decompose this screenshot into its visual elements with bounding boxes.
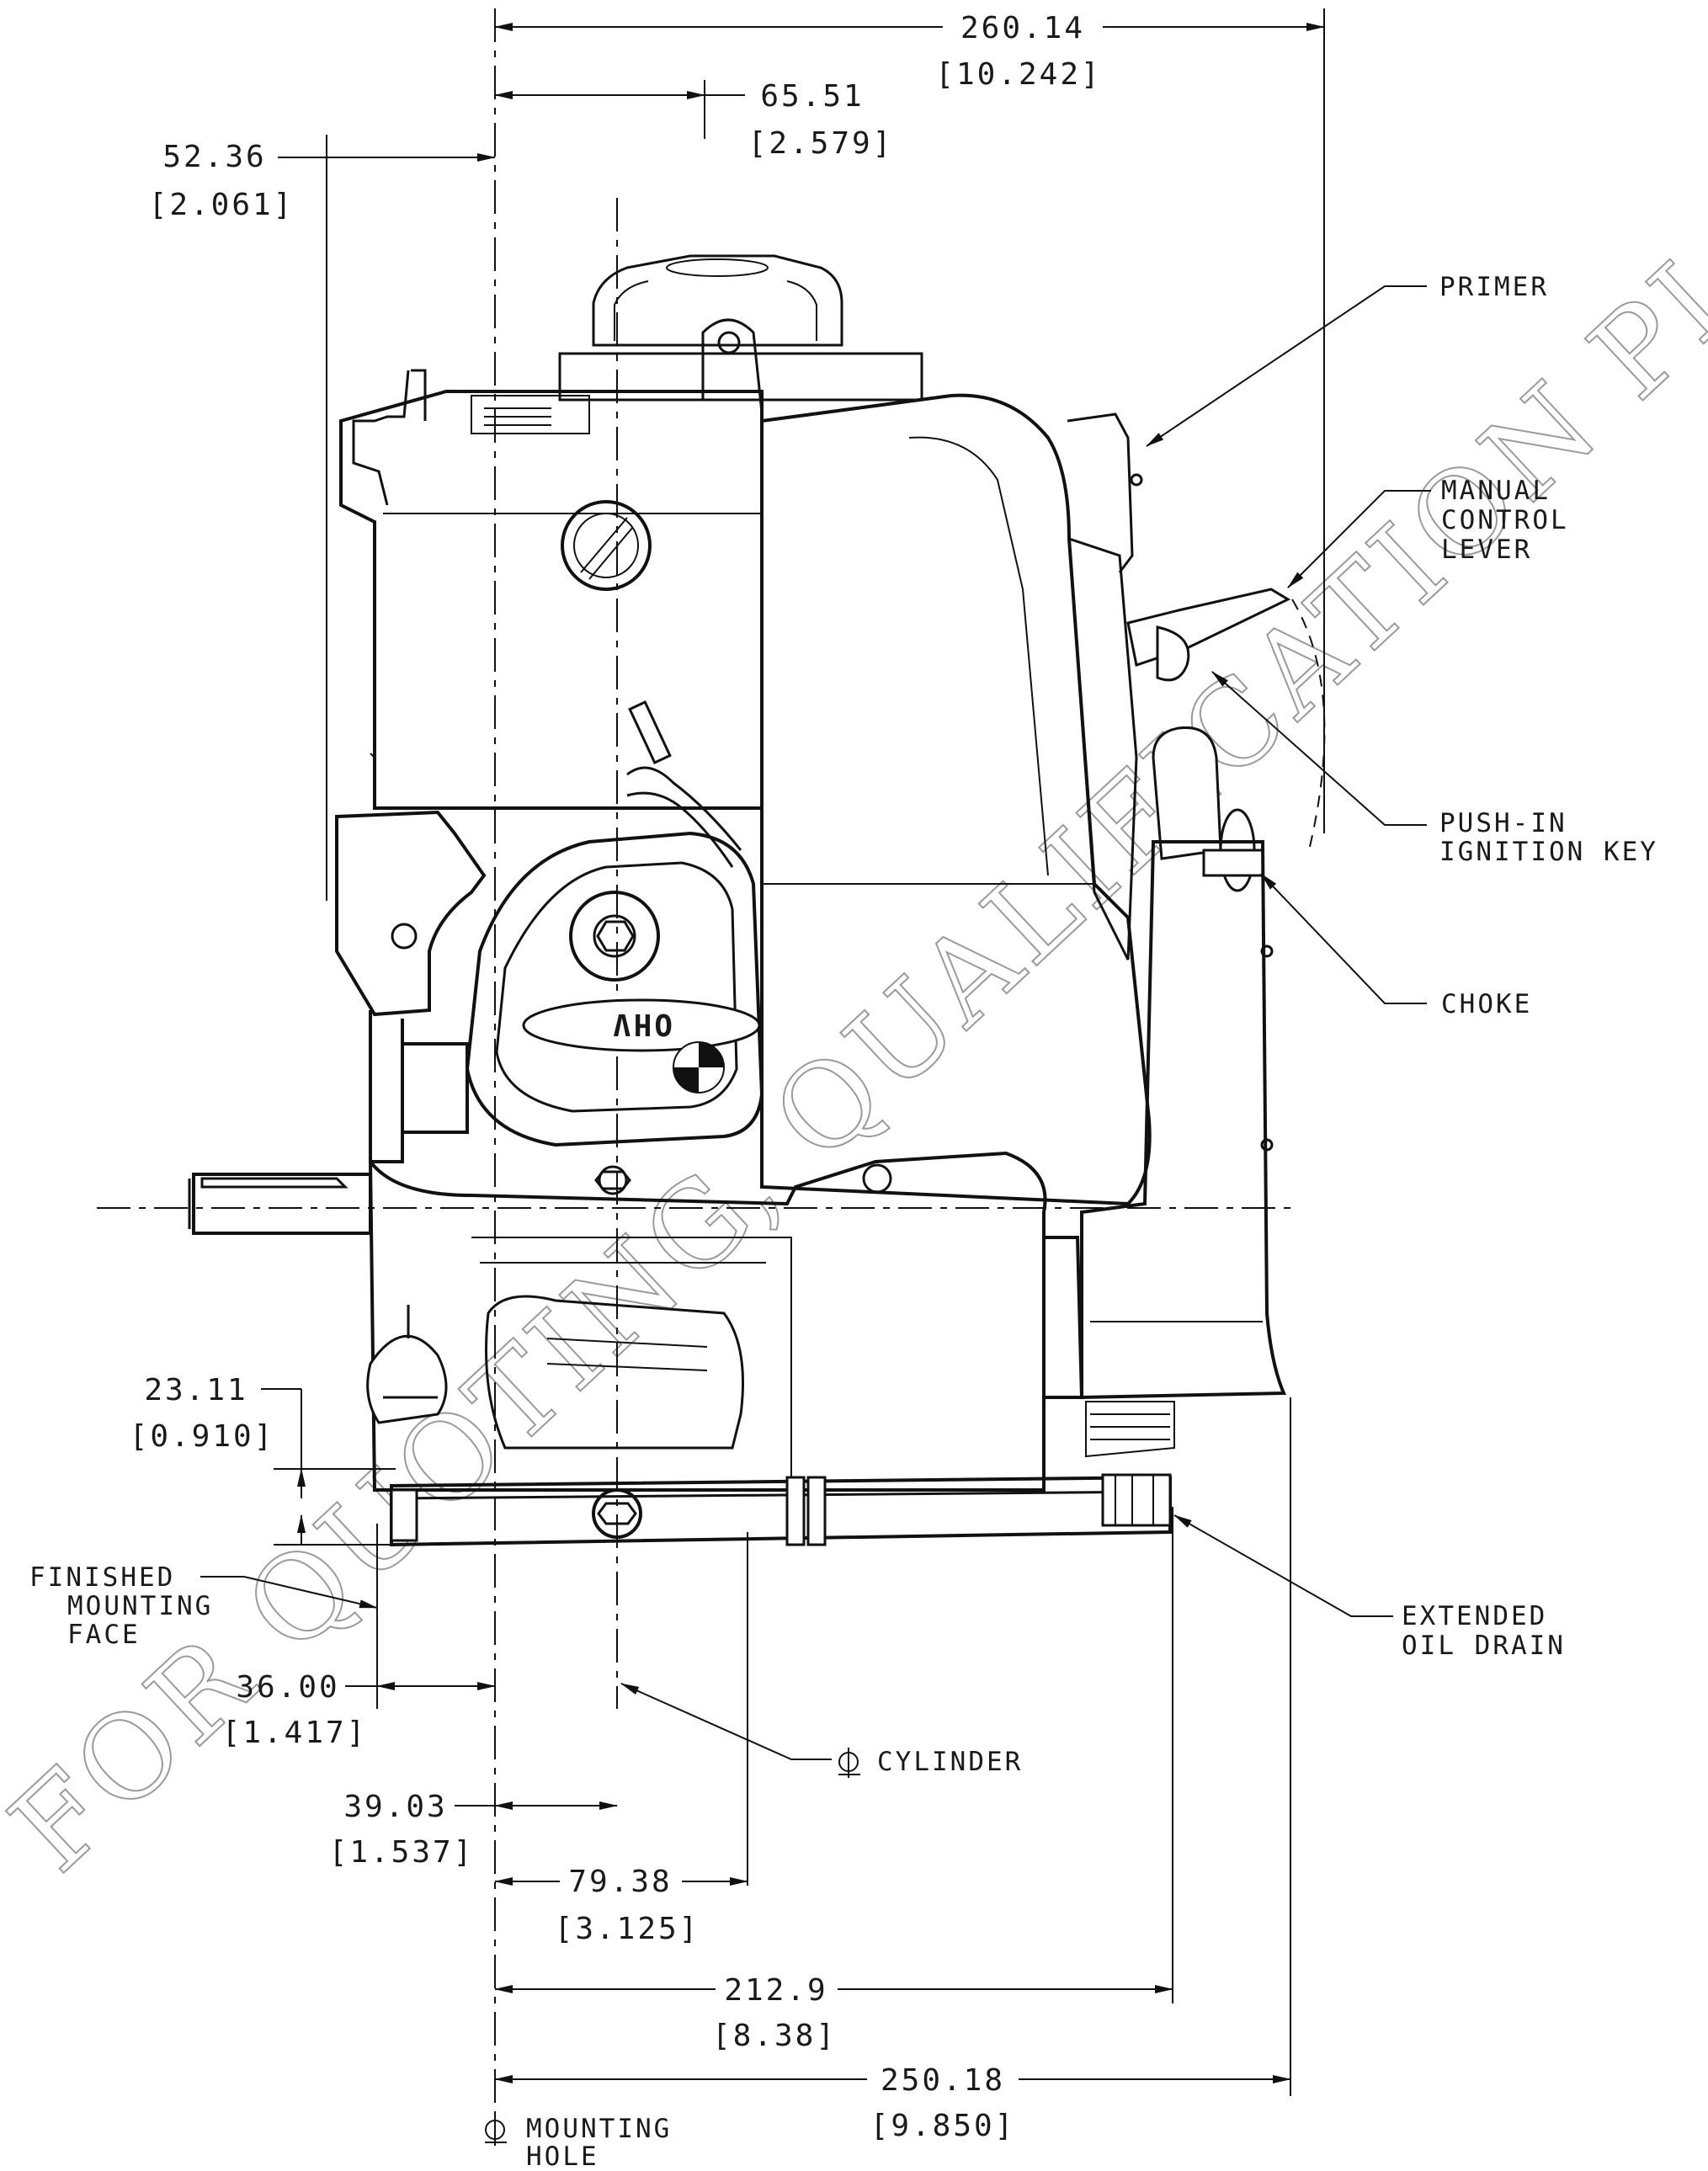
dim-overall-base-mm: 250.18 [881,2063,1005,2098]
dim-oil-drain-reach-mm: 212.9 [724,1973,827,2008]
primer-label: PRIMER [1439,272,1549,302]
mounting-face-label-1: FINISHED [29,1562,175,1593]
dimension-labels: 260.14 [10.242] 65.51 [2.579] 52.36 [2.0… [130,11,1101,2143]
dim-cylinder-top-mm: 65.51 [760,79,864,114]
dim-overall-width-in: [10.242] [935,57,1101,92]
dim-hole-spacing-mm: 79.38 [568,1865,672,1899]
choke-label: CHOKE [1441,989,1532,1019]
mounting-hole-label-2: HOLE [526,2142,599,2171]
mounting-face-label-2: MOUNTING [67,1591,213,1621]
dim-hole-spacing-in: [3.125] [555,1912,700,1946]
callout-leaders [200,285,1431,1760]
dimension-lines [261,23,1325,2083]
dim-mounting-face-in: [1.417] [222,1716,368,1750]
dim-overall-width-mm: 260.14 [960,11,1085,45]
callout-labels: PRIMER MANUAL CONTROL LEVER PUSH-IN IGNI… [29,272,1658,2171]
dim-left-offset-mm: 52.36 [162,140,266,174]
engine-outline: OHV [188,254,1326,1547]
ohv-badge [522,998,761,1052]
cylinder-centerline-label: CYLINDER [877,1747,1023,1777]
oil-drain-label-2: OIL DRAIN [1402,1631,1566,1661]
dim-oil-drain-reach-in: [8.38] [712,2019,837,2053]
centerline-symbol-icon [485,2115,507,2146]
ignition-key-label-1: PUSH-IN [1439,808,1567,838]
ohv-badge-text: OHV [610,1007,673,1041]
dim-cylinder-top-in: [2.579] [748,126,894,161]
oil-drain-label-1: EXTENDED [1402,1601,1547,1631]
mounting-hole-label-1: MOUNTING [526,2114,672,2144]
mounting-face-label-3: FACE [67,1620,141,1650]
centerline-symbol-icon [838,1748,860,1778]
dim-cylinder-bottom-mm: 39.03 [343,1790,447,1824]
dim-mounting-face-mm: 36.00 [236,1670,339,1705]
dim-cylinder-bottom-in: [1.537] [329,1835,475,1870]
dim-left-offset-in: [2.061] [149,188,295,222]
ignition-key-label-2: IGNITION KEY [1439,837,1658,867]
dim-overall-base-in: [9.850] [870,2109,1016,2143]
dim-face-height-mm: 23.11 [144,1373,247,1407]
center-of-gravity-icon [673,1041,725,1093]
manual-control-lever-label-1: MANUAL [1441,476,1551,506]
manual-control-lever-label-3: LEVER [1441,535,1532,565]
dim-face-height-in: [0.910] [130,1419,275,1454]
manual-control-lever-label-2: CONTROL [1441,505,1569,535]
